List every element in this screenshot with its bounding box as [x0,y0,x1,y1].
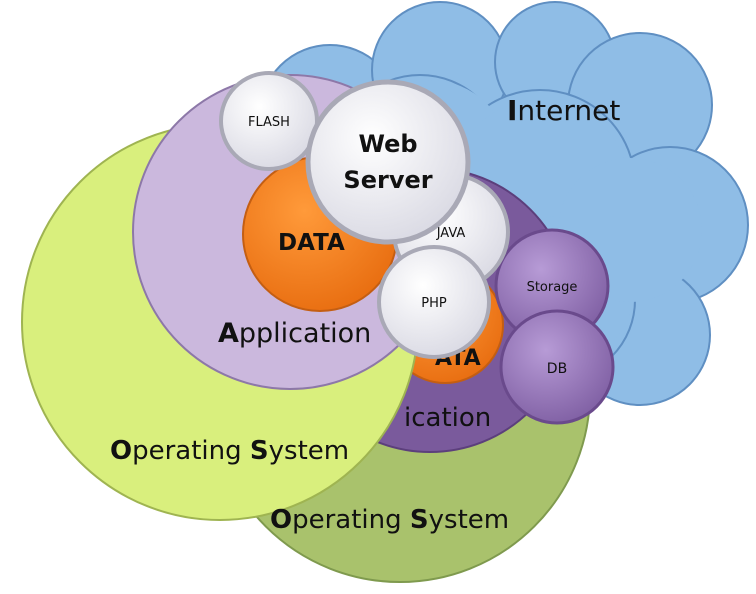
application-label-back: ication [404,403,491,433]
svg-text:PHP: PHP [421,296,447,311]
flash-node: FLASH [219,71,319,171]
svg-text:Server: Server [343,166,432,194]
svg-text:JAVA: JAVA [436,226,466,241]
svg-text:DB: DB [547,361,567,377]
application-label-front: Application [218,318,371,349]
os-label-front: Operating System [110,436,349,466]
os-label-back: Operating System [270,505,509,535]
svg-text:FLASH: FLASH [248,115,290,130]
web-server-node: Web Server [305,79,471,245]
db-node: DB [499,309,615,425]
svg-text:Storage: Storage [527,280,578,295]
svg-text:Web: Web [358,130,417,158]
internet-label: Internet [507,94,620,127]
php-node: PHP [377,245,491,359]
data-label-front: DATA [278,230,345,256]
